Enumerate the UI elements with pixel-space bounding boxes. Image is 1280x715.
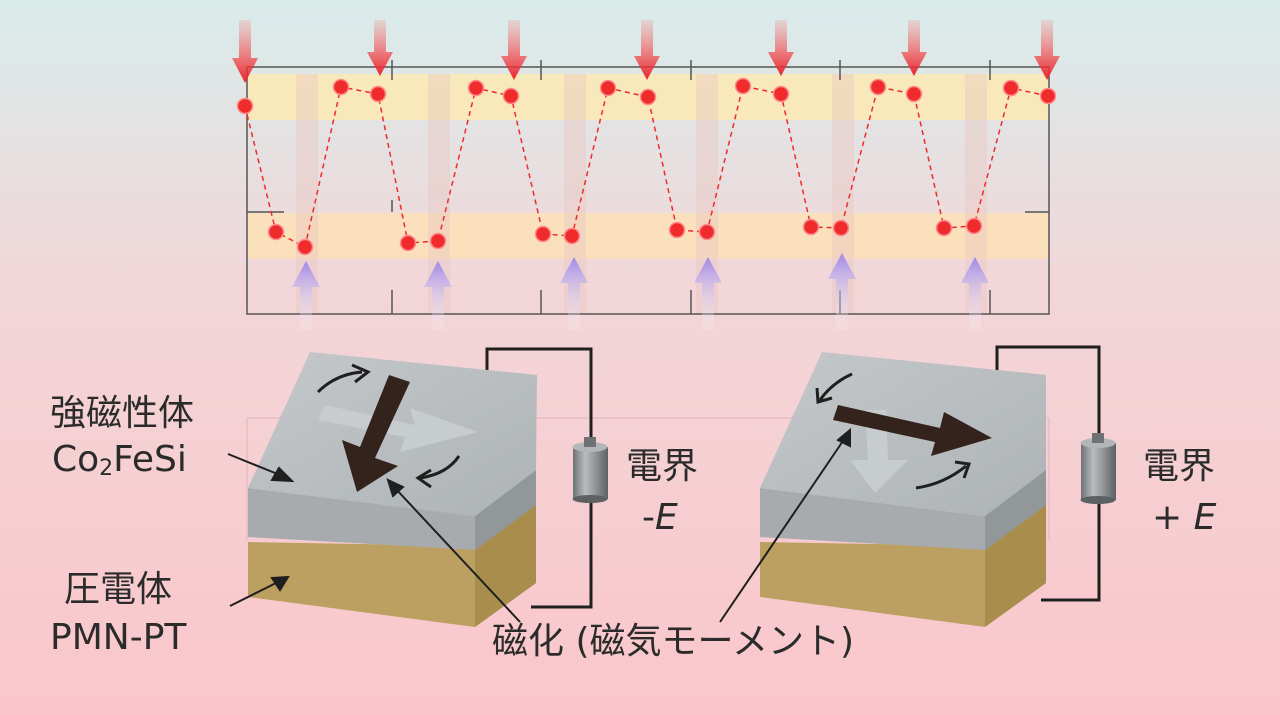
rotation-arrow-icon <box>915 464 967 490</box>
rotation-arrow-icon <box>316 370 363 394</box>
field-right-value: + E <box>1152 496 1216 540</box>
red-down-arrow-icons <box>232 20 1060 83</box>
ferromagnet-material-rest: FeSi <box>113 439 187 480</box>
red-down-arrow-icon <box>1034 20 1060 80</box>
rotation-arrow-icon <box>818 372 853 401</box>
battery-icon <box>572 437 608 503</box>
field-right-sign: + <box>1152 497 1194 538</box>
purple-up-arrow-icon <box>292 261 320 330</box>
purple-up-arrow-icon <box>694 257 722 330</box>
red-down-arrow-icon <box>232 20 258 83</box>
atom-dots <box>236 77 1057 256</box>
left-device <box>248 347 608 627</box>
purple-up-arrow-icon <box>961 257 989 330</box>
field-left-sign: - <box>642 497 655 538</box>
purple-up-arrow-icon <box>560 257 588 330</box>
lattice <box>246 60 1050 540</box>
ferromagnet-label: 強磁性体 <box>50 393 195 434</box>
pointer-lines <box>227 427 851 623</box>
red-down-arrow-icon <box>901 20 927 76</box>
magnetization-arrow-icon <box>833 405 992 456</box>
field-left-value: -E <box>642 496 678 540</box>
field-right-title: 電界 <box>1143 446 1216 487</box>
battery-icon <box>1080 433 1116 504</box>
purple-up-arrow-icon <box>424 261 452 330</box>
field-left-title: 電界 <box>626 446 699 487</box>
right-device <box>760 345 1116 627</box>
purple-up-arrow-icons <box>292 253 989 330</box>
ferromagnet-material-subscript: 2 <box>99 456 114 481</box>
red-down-arrow-icon <box>634 20 660 80</box>
piezo-material-label: PMN-PT <box>50 617 187 658</box>
ferromagnet-material-base: Co <box>52 439 100 480</box>
piezo-label: 圧電体 <box>64 569 173 610</box>
field-left-symbol: E <box>655 497 678 538</box>
red-down-arrow-icon <box>768 20 794 76</box>
red-down-arrow-icon <box>367 20 393 76</box>
rotation-arrow-icon <box>419 455 461 480</box>
magnetization-arrow-icon <box>342 375 410 492</box>
field-right-symbol: E <box>1193 497 1217 538</box>
magnetization-label: 磁化 (磁気モーメント) <box>492 621 855 662</box>
red-down-arrow-icon <box>501 20 527 80</box>
purple-up-arrow-icon <box>828 253 856 330</box>
ferromagnet-material-label: Co2FeSi <box>52 438 187 482</box>
